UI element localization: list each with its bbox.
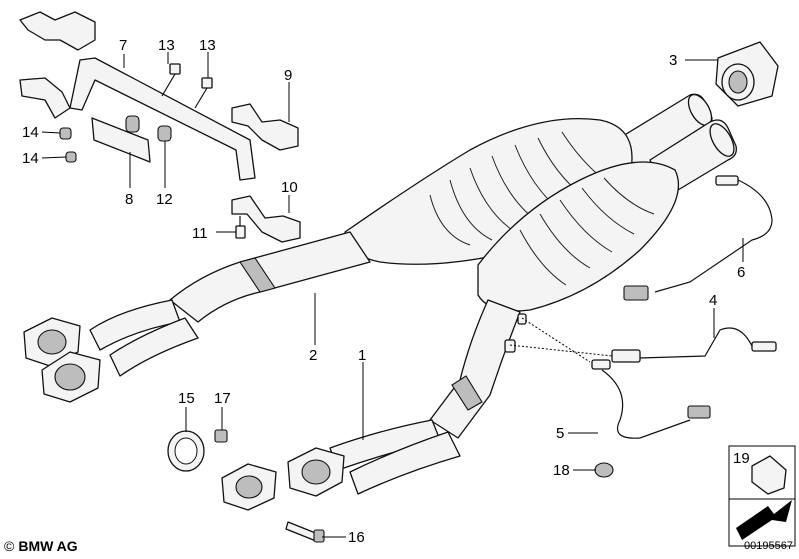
- callout-15: 15: [178, 390, 195, 407]
- callout-2: 2: [309, 347, 317, 364]
- part-9-clamp: [231, 103, 299, 151]
- part-13-bolt-a: [161, 63, 181, 97]
- part-15-gasket: [167, 430, 205, 472]
- part-12-grommet: [157, 125, 172, 142]
- leader-lines: [41, 52, 744, 538]
- callout-8: 8: [125, 191, 133, 208]
- callout-4: 4: [709, 292, 717, 309]
- part-14-nut-a: [59, 127, 72, 140]
- callout-18: 18: [553, 462, 570, 479]
- callout-14-b: 14: [22, 150, 39, 167]
- callout-6: 6: [737, 264, 745, 281]
- part-19-inset: [728, 445, 796, 547]
- part-5-lambda-sensor: [591, 359, 711, 439]
- part-7-bracket: [19, 57, 256, 181]
- brand-logo: © BMW AG: [4, 538, 78, 554]
- callout-9: 9: [284, 67, 292, 84]
- part-11-bolt: [235, 216, 246, 239]
- callout-17: 17: [214, 390, 231, 407]
- part-6-lambda-sensor: [623, 175, 773, 301]
- part-8-plate: [91, 117, 151, 163]
- part-1-pipe-lower: [221, 119, 737, 511]
- callout-19: 19: [733, 450, 750, 467]
- part-14-nut-b: [65, 151, 77, 163]
- grommet-upper: [125, 115, 140, 133]
- callout-5: 5: [556, 425, 564, 442]
- brand-name: BMW AG: [18, 538, 78, 554]
- part-4-lambda-sensor: [611, 327, 777, 363]
- copyright-symbol: ©: [4, 538, 15, 554]
- callout-7: 7: [119, 37, 127, 54]
- callout-16: 16: [348, 529, 365, 546]
- callout-10: 10: [281, 179, 298, 196]
- callout-12: 12: [156, 191, 173, 208]
- part-13-bolt-b: [194, 77, 213, 109]
- part-18-plug: [594, 462, 614, 478]
- callout-13-a: 13: [158, 37, 175, 54]
- part-17-nut: [214, 429, 228, 443]
- callout-13-b: 13: [199, 37, 216, 54]
- part-10-clamp: [231, 195, 301, 243]
- part-3-clamp: [715, 41, 779, 107]
- callout-3: 3: [669, 52, 677, 69]
- callout-1: 1: [358, 347, 366, 364]
- top-left-clamp: [19, 11, 96, 51]
- callout-14-a: 14: [22, 124, 39, 141]
- document-number: 00195567: [744, 540, 793, 552]
- part-16-bolt: [285, 521, 325, 543]
- callout-11: 11: [192, 225, 208, 242]
